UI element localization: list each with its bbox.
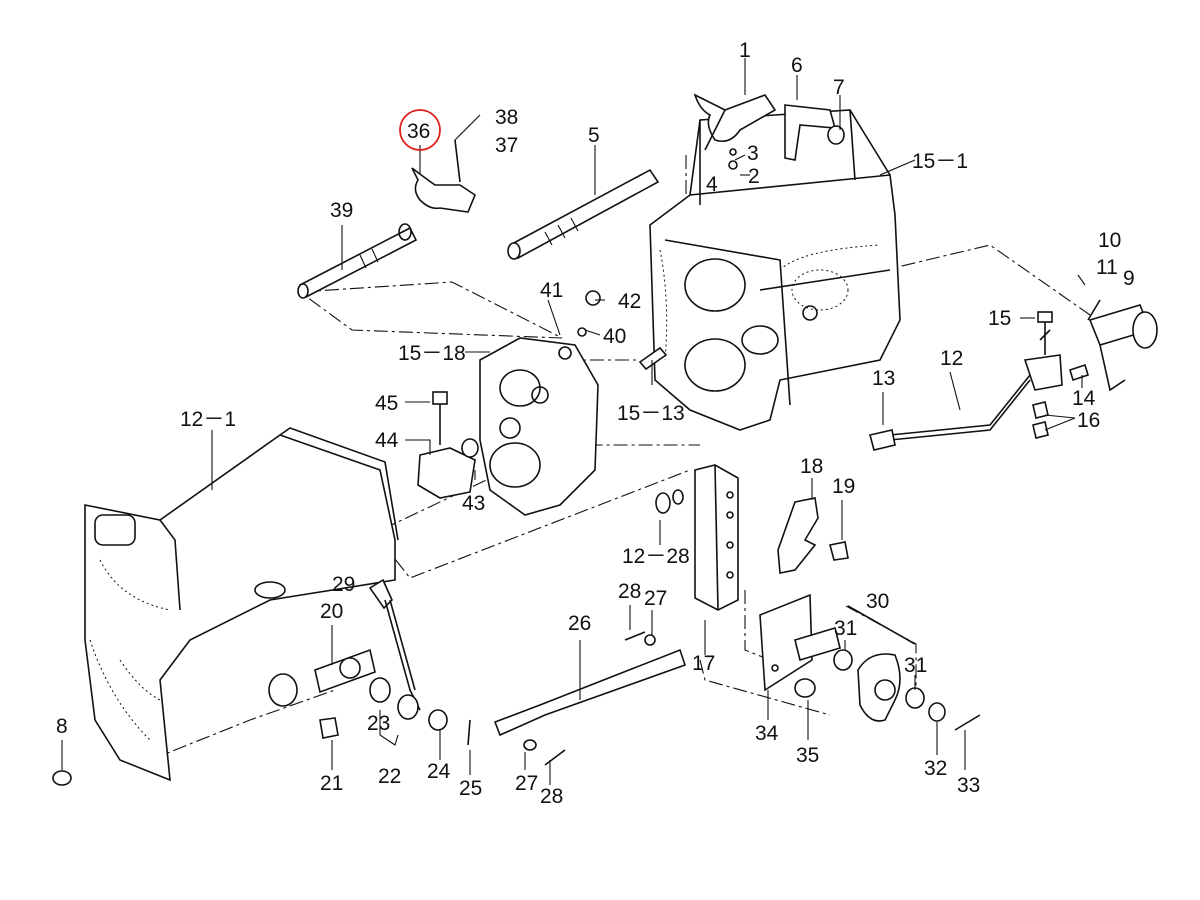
cover-15-18	[479, 290, 668, 516]
label-43: 43	[462, 492, 485, 515]
transmission-case-12-1	[84, 427, 399, 782]
label-12: 12	[940, 347, 963, 370]
cam-30	[847, 605, 981, 731]
parts-43-44-45	[417, 391, 479, 499]
label-20: 20	[320, 600, 343, 623]
label-32: 32	[924, 757, 947, 780]
label-1: 1	[739, 39, 751, 62]
label-26: 26	[568, 612, 591, 635]
label-28b: 28	[540, 785, 563, 808]
label-12-28: 12－28	[622, 545, 690, 568]
label-9: 9	[1123, 267, 1135, 290]
label-17: 17	[692, 652, 715, 675]
label-6: 6	[791, 54, 803, 77]
label-23: 23	[367, 712, 390, 735]
rod-26	[467, 631, 687, 766]
shift-fork-1	[693, 93, 777, 170]
label-33: 33	[957, 774, 980, 797]
label-44: 44	[375, 429, 399, 452]
label-41: 41	[540, 279, 563, 302]
fork-36	[411, 114, 481, 213]
label-10: 10	[1098, 229, 1121, 252]
label-15-1: 15－1	[912, 150, 968, 173]
label-21: 21	[320, 772, 343, 795]
shaft-39	[297, 223, 418, 299]
label-14: 14	[1072, 387, 1096, 410]
label-12-1: 12－1	[180, 408, 236, 431]
label-40: 40	[603, 325, 626, 348]
label-45: 45	[375, 392, 398, 415]
label-19: 19	[832, 475, 855, 498]
label-35: 35	[796, 744, 819, 767]
bracket-20	[52, 648, 448, 786]
bracket-17	[655, 464, 739, 611]
shaft-5	[507, 168, 660, 260]
label-38: 38	[495, 106, 518, 129]
label-31a: 31	[834, 617, 857, 640]
label-25: 25	[459, 777, 482, 800]
label-13: 13	[872, 367, 895, 390]
shift-lever-12	[869, 299, 1158, 451]
label-15: 15	[988, 307, 1011, 330]
label-18: 18	[800, 455, 823, 478]
label-22: 22	[378, 765, 401, 788]
gearbox-housing	[649, 109, 901, 431]
label-29: 29	[332, 573, 355, 596]
label-28a: 28	[618, 580, 641, 603]
label-34: 34	[755, 722, 779, 745]
label-42: 42	[618, 290, 641, 313]
label-5: 5	[588, 124, 600, 147]
plate-34	[759, 593, 853, 698]
label-37: 37	[495, 134, 518, 157]
label-27b: 27	[515, 772, 538, 795]
label-7: 7	[833, 76, 845, 99]
label-36: 36	[407, 120, 430, 143]
lever-29	[368, 578, 421, 720]
label-30: 30	[866, 590, 889, 613]
label-11: 11	[1096, 256, 1118, 279]
callout-labels: 1 6 7 3 4 2 15－1 5 36 38 37 39 41 42 40 …	[56, 39, 1135, 808]
highlight-circle	[399, 109, 441, 151]
label-15-13: 15－13	[617, 402, 685, 425]
label-31b: 31	[904, 654, 927, 677]
lever-6	[784, 104, 845, 161]
label-24: 24	[427, 760, 451, 783]
label-16: 16	[1077, 409, 1100, 432]
plate-18	[777, 497, 849, 574]
leader-lines	[61, 58, 1086, 785]
label-39: 39	[330, 199, 353, 222]
label-2: 2	[748, 165, 760, 188]
label-27a: 27	[644, 587, 667, 610]
label-3: 3	[747, 142, 759, 165]
label-8: 8	[56, 715, 68, 738]
label-4: 4	[706, 173, 718, 196]
label-15-18: 15－18	[398, 342, 466, 365]
assembly-lines	[149, 155, 1091, 761]
